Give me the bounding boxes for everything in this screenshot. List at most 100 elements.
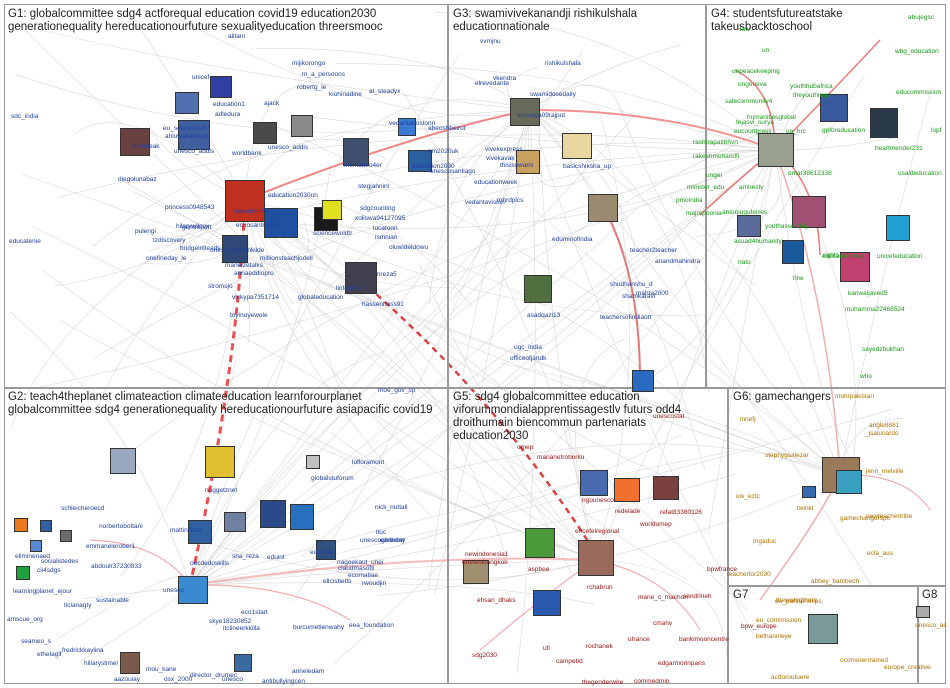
node-label[interactable]: mgaduc	[753, 538, 777, 545]
node-label[interactable]: abbey_bambech	[811, 578, 860, 585]
node-label[interactable]: gemreport	[182, 224, 212, 231]
node-label[interactable]: rashtrapatibhvn	[693, 139, 738, 146]
node-label[interactable]: unesc	[210, 247, 228, 254]
node-label[interactable]: bankimooncentre	[679, 636, 729, 643]
node-label[interactable]: unescostat	[653, 413, 685, 420]
node-avatar[interactable]	[178, 120, 210, 150]
node-label[interactable]: hrw	[793, 275, 804, 282]
node-label[interactable]: lucatoon	[373, 225, 398, 232]
node-avatar[interactable]	[758, 133, 794, 167]
node-avatar[interactable]	[653, 476, 679, 500]
node-label[interactable]: humanitiesglobal	[747, 114, 796, 121]
node-label[interactable]: antibullyingcen	[262, 678, 306, 685]
node-label[interactable]: bridgelntleads	[180, 245, 221, 252]
node-avatar[interactable]	[260, 500, 286, 528]
node-avatar[interactable]	[840, 252, 870, 282]
node-avatar[interactable]	[120, 128, 150, 156]
node-label[interactable]: rakeshmohandfi	[693, 153, 740, 160]
node-label[interactable]: educatenie	[9, 238, 41, 245]
node-label[interactable]: vivekavak	[486, 155, 515, 162]
node-label[interactable]: edutnep	[310, 549, 334, 556]
node-avatar[interactable]	[510, 98, 540, 126]
node-label[interactable]: rochanek	[586, 643, 613, 650]
node-label[interactable]: emmanelerober1	[86, 543, 136, 550]
node-label[interactable]: mohrpakistan	[835, 393, 875, 400]
node-label[interactable]: usaideducation	[898, 170, 942, 177]
node-label[interactable]: un	[762, 47, 770, 54]
node-label[interactable]: cii4sdgs	[37, 567, 61, 574]
node-label[interactable]: toyinoyewole	[230, 312, 268, 319]
node-label[interactable]: newindonesia1	[465, 551, 509, 558]
node-label[interactable]: ocomorerrramed	[840, 657, 889, 664]
node-label[interactable]: vivekexpress	[485, 146, 523, 153]
node-label[interactable]: marie_c_machon	[638, 594, 688, 601]
node-label[interactable]: abujegsc	[908, 14, 935, 21]
node-label[interactable]: basicshiksha_up	[563, 163, 612, 170]
node-label[interactable]: ehsan_dhaks	[477, 597, 516, 604]
node-avatar[interactable]	[290, 504, 314, 530]
node-label[interactable]: globaleducation	[298, 294, 344, 301]
node-label[interactable]: kaiilbenkilde	[229, 247, 265, 254]
node-avatar[interactable]	[820, 94, 848, 122]
node-label[interactable]: learningplanet_ejour	[13, 588, 72, 595]
node-label[interactable]: pulengi	[135, 228, 156, 235]
node-label[interactable]: bpwfrance	[707, 566, 737, 573]
node-label[interactable]: nagoekaut_unei	[337, 559, 384, 566]
node-label[interactable]: millionsteachjodell	[260, 255, 313, 262]
node-label[interactable]: globalstuforum	[311, 475, 354, 482]
node-label[interactable]: unesco_addis	[268, 144, 309, 151]
node-label[interactable]: eduminofindia	[552, 236, 593, 243]
node-avatar[interactable]	[205, 446, 235, 478]
node-label[interactable]: mreza5	[375, 271, 397, 278]
node-label[interactable]: sendrineh	[683, 593, 712, 600]
node-label[interactable]: ltuc	[376, 529, 387, 536]
node-label[interactable]: rishikulshala	[545, 60, 581, 67]
node-avatar[interactable]	[120, 652, 140, 674]
node-avatar[interactable]	[408, 150, 432, 172]
node-label[interactable]: schleicheroecd	[61, 505, 105, 512]
node-avatar[interactable]	[516, 150, 540, 174]
node-avatar[interactable]	[306, 455, 320, 469]
node-label[interactable]: unescosantiago	[430, 168, 476, 175]
node-label[interactable]: bpw_europe	[741, 623, 777, 630]
node-label[interactable]: refat83380126	[660, 509, 702, 516]
node-avatar[interactable]	[14, 518, 28, 532]
node-label[interactable]: robertg_le	[297, 84, 327, 91]
node-avatar[interactable]	[782, 240, 804, 264]
node-label[interactable]: unicefeducation	[877, 253, 923, 260]
node-label[interactable]: oecdeduskills	[190, 560, 230, 567]
node-label[interactable]: minister_edu	[687, 184, 725, 191]
node-avatar[interactable]	[580, 470, 608, 496]
node-label[interactable]: nato	[738, 259, 751, 266]
node-label[interactable]: sdc_india	[11, 113, 39, 120]
node-label[interactable]: campebd	[556, 658, 583, 665]
node-avatar[interactable]	[792, 196, 826, 228]
node-label[interactable]: aspbee	[528, 566, 550, 573]
node-label[interactable]: vedantabostonn	[389, 120, 436, 127]
node-label[interactable]: uw_ectc	[736, 493, 760, 500]
node-label[interactable]: mijikorongo	[292, 60, 326, 67]
node-label[interactable]: earthday	[380, 537, 406, 544]
node-label[interactable]: ethelaglf	[37, 651, 62, 658]
node-label[interactable]: law	[740, 26, 750, 33]
node-avatar[interactable]	[30, 540, 42, 552]
node-label[interactable]: unescobangkok	[462, 559, 508, 566]
node-label[interactable]: itclineerkkilla	[223, 625, 260, 632]
node-label[interactable]: pmoindia	[676, 197, 703, 204]
node-label[interactable]: lofloramont	[352, 459, 385, 466]
node-label[interactable]: anusaya09rajput	[517, 112, 566, 119]
node-label[interactable]: teacher2teacher	[630, 247, 677, 254]
node-avatar[interactable]	[253, 122, 277, 144]
node-avatar[interactable]	[562, 133, 592, 159]
node-avatar[interactable]	[60, 530, 72, 542]
node-avatar[interactable]	[632, 370, 654, 392]
node-label[interactable]: ecla_aus	[867, 550, 894, 557]
node-label[interactable]: eu_commission	[756, 617, 802, 624]
node-avatar[interactable]	[110, 448, 136, 474]
node-label[interactable]: ticlanagty	[64, 602, 92, 609]
node-label[interactable]: europe_creative	[884, 664, 931, 671]
node-label[interactable]: sciencewoldtr	[313, 230, 353, 237]
node-label[interactable]: unescoghnetmr	[360, 537, 405, 544]
node-label[interactable]: eu_partnerships	[775, 598, 822, 605]
node-label[interactable]: asuad4humanity	[734, 238, 782, 245]
